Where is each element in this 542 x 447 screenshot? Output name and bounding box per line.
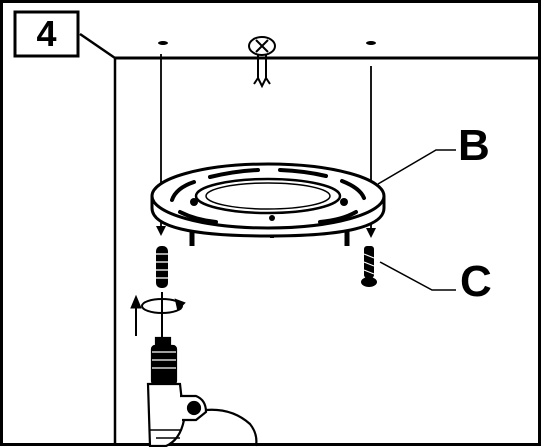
up-arrow-icon	[130, 294, 142, 336]
step-number-box	[13, 10, 80, 58]
rotate-arrow-icon	[141, 292, 186, 340]
callout-leader-b	[377, 149, 456, 185]
alignment-arrow-left	[156, 226, 166, 236]
wall-anchor-icon	[156, 246, 168, 288]
callout-label-b: B	[458, 121, 490, 170]
callout-leader-c	[379, 261, 456, 291]
ceiling-hole-right	[366, 41, 376, 45]
power-drill-icon	[146, 336, 258, 447]
mounting-ring-bracket	[150, 162, 386, 246]
screw-icon	[361, 246, 377, 287]
ceiling-wire-outlet-icon	[248, 36, 276, 89]
alignment-arrow-right	[366, 228, 376, 238]
step-number: 4	[36, 13, 57, 54]
callout-label-c: C	[460, 257, 492, 306]
room-outline	[79, 32, 541, 445]
ceiling-hole-left	[158, 41, 168, 45]
